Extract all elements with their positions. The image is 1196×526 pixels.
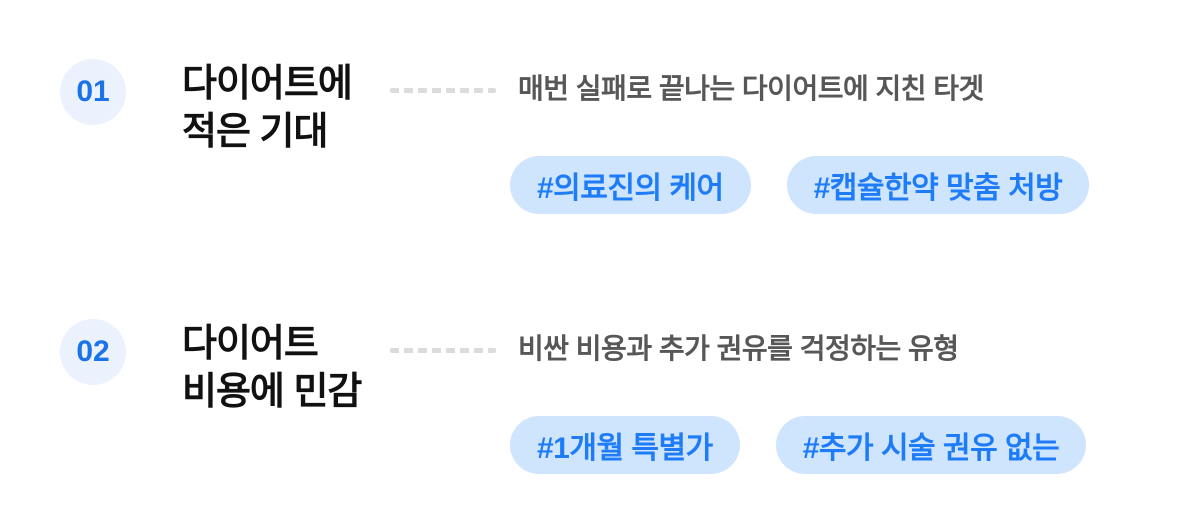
item-title-2-line2: 비용에 민감 — [182, 371, 362, 413]
tag-list-2: #1개월 특별가 #추가 시술 권유 없는 — [510, 416, 1087, 474]
item-title-1-line2: 적은 기대 — [182, 111, 328, 153]
item-detail-2: 비싼 비용과 추가 권유를 걱정하는 유형 #1개월 특별가 #추가 시술 권유… — [510, 319, 1087, 474]
item-number-1: 01 — [76, 75, 110, 108]
dashed-connector-2 — [390, 348, 496, 353]
item-description-1: 매번 실패로 끝나는 다이어트에 지친 타겟 — [518, 73, 984, 104]
tag-list-1: #의료진의 케어 #캡슐한약 맞춤 처방 — [510, 156, 1090, 214]
hashtag-pill: #추가 시술 권유 없는 — [775, 416, 1087, 474]
hashtag-pill: #1개월 특별가 — [510, 416, 740, 474]
item-title-2: 다이어트 비용에 민감 — [182, 319, 390, 416]
item-description-2: 비싼 비용과 추가 권유를 걱정하는 유형 — [518, 333, 959, 364]
item-title-2-line1: 다이어트 — [182, 323, 319, 365]
persona-row-2: 02 다이어트 비용에 민감 비싼 비용과 추가 권유를 걱정하는 유형 #1개… — [60, 319, 1087, 474]
hashtag-pill: #캡슐한약 맞춤 처방 — [786, 156, 1090, 214]
persona-row-1: 01 다이어트에 적은 기대 매번 실패로 끝나는 다이어트에 지친 타겟 #의… — [60, 59, 1090, 214]
item-number-2: 02 — [76, 335, 110, 368]
hashtag-pill: #의료진의 케어 — [510, 156, 751, 214]
item-number-badge-1: 01 — [60, 59, 126, 125]
item-title-1: 다이어트에 적은 기대 — [182, 59, 390, 156]
item-detail-1: 매번 실패로 끝나는 다이어트에 지친 타겟 #의료진의 케어 #캡슐한약 맞춤… — [510, 59, 1090, 214]
item-title-1-line1: 다이어트에 — [182, 63, 353, 105]
item-number-badge-2: 02 — [60, 319, 126, 385]
dashed-connector-1 — [390, 88, 496, 93]
